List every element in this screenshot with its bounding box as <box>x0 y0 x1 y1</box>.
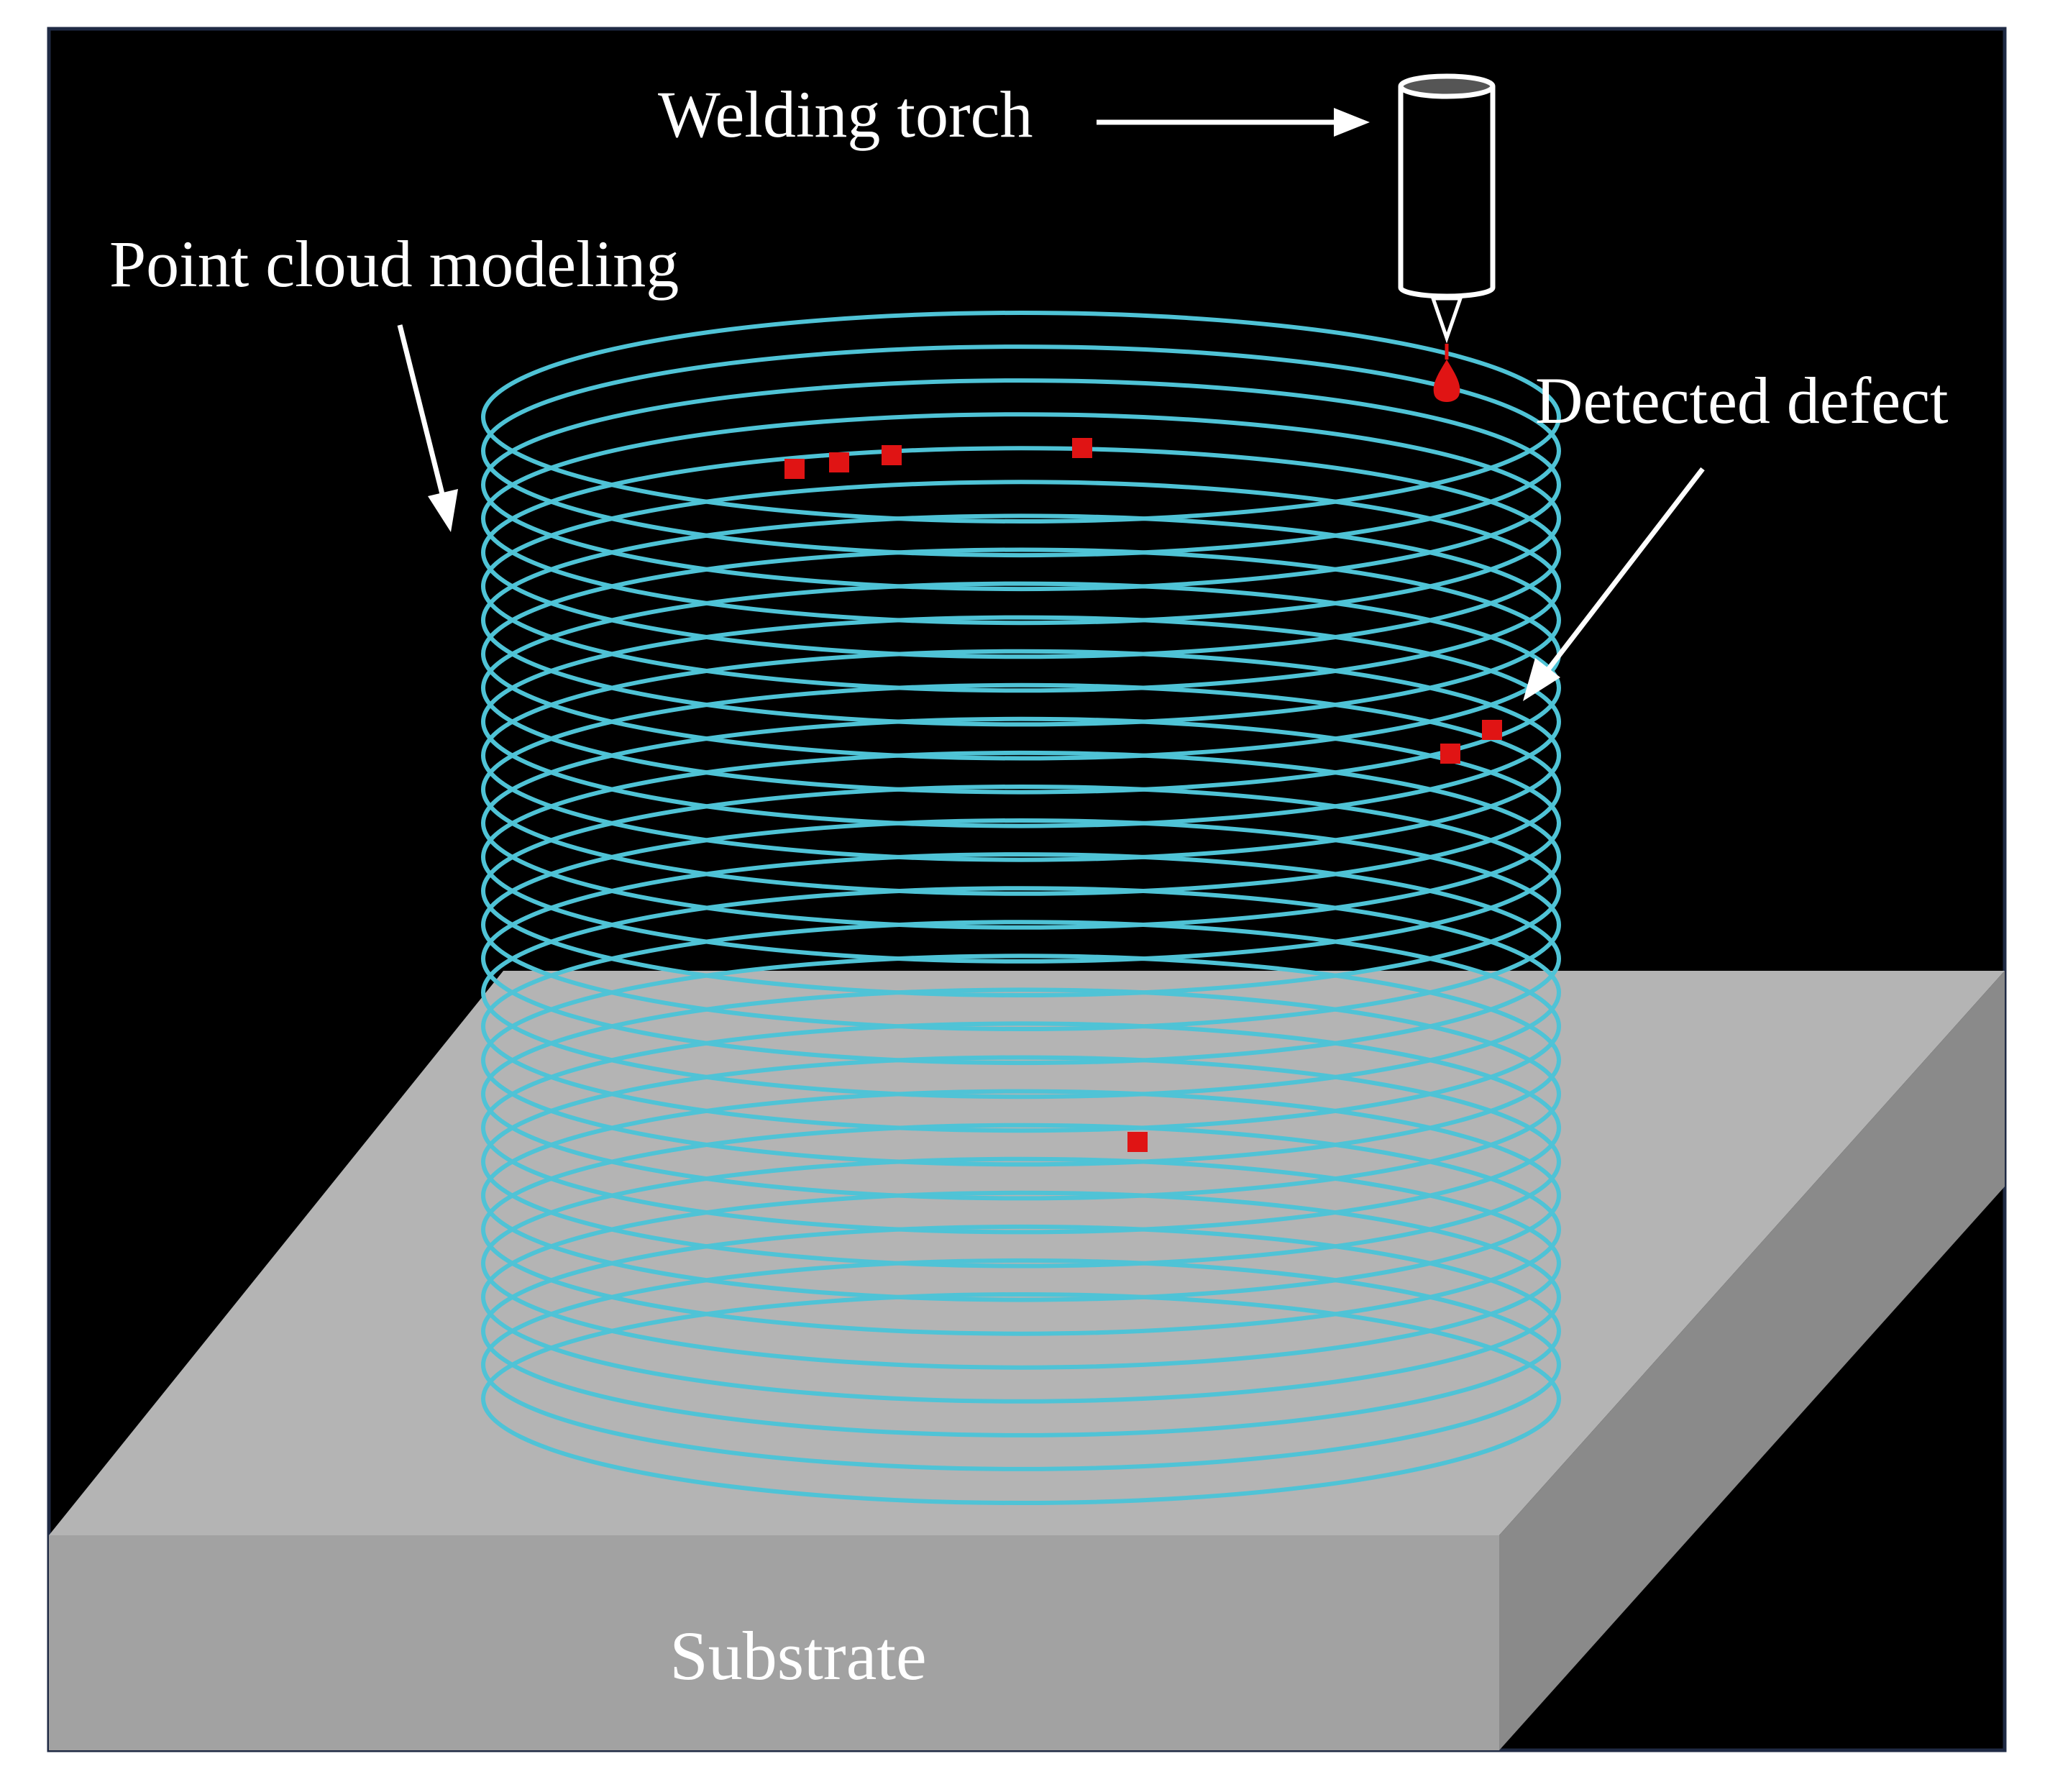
detected-defect-arrow-line <box>1544 467 1705 675</box>
point-cloud-layer <box>481 344 1561 558</box>
point-cloud-layer <box>481 480 1561 693</box>
point-cloud-layer <box>481 1021 1561 1235</box>
point-cloud-layer <box>481 818 1561 1031</box>
substrate: Substrate <box>49 971 2005 1750</box>
torch-top-cap <box>1398 73 1496 99</box>
defect-marker-icon <box>784 459 805 479</box>
substrate-top-face <box>49 971 2005 1535</box>
welding-torch <box>1398 73 1496 402</box>
defect-marker-icon <box>1482 720 1502 740</box>
torch-body <box>1398 86 1496 299</box>
point-cloud-layer <box>481 412 1561 626</box>
point-cloud-layer <box>481 987 1561 1201</box>
point-cloud-arrow-line <box>397 324 447 500</box>
defect-marker-icon <box>1072 438 1092 458</box>
point-cloud-layer <box>481 1258 1561 1471</box>
point-cloud-layer <box>481 1224 1561 1437</box>
defect-marker-icon <box>882 445 902 465</box>
point-cloud-layer <box>481 581 1561 795</box>
point-cloud-layer <box>481 1156 1561 1370</box>
welding-torch-arrow-icon <box>1334 108 1370 137</box>
annotation-point-cloud: Point cloud modeling <box>109 227 679 532</box>
point-cloud-layer <box>481 716 1561 930</box>
point-cloud-label: Point cloud modeling <box>109 227 679 301</box>
substrate-side-face <box>1499 971 2005 1750</box>
annotation-detected-defect: Detected defect <box>1523 364 1949 701</box>
point-cloud-layer <box>481 311 1561 524</box>
point-cloud-layer <box>481 954 1561 1167</box>
defect-marker-icon <box>1127 1132 1148 1152</box>
point-cloud-layer <box>481 886 1561 1100</box>
substrate-label: Substrate <box>669 1617 926 1694</box>
welding-torch-label: Welding torch <box>658 78 1033 151</box>
molten-droplet-icon <box>1433 360 1460 402</box>
point-cloud-layer <box>481 446 1561 659</box>
point-cloud-layer <box>481 378 1561 592</box>
torch-nozzle <box>1430 296 1463 344</box>
annotation-welding-torch: Welding torch <box>658 78 1370 151</box>
detected-defect-label: Detected defect <box>1535 364 1949 437</box>
point-cloud-layer <box>481 920 1561 1133</box>
point-cloud-layer <box>481 1190 1561 1404</box>
point-cloud-layer <box>481 649 1561 862</box>
detected-defect-arrow-icon <box>1523 658 1560 701</box>
defect-marker-icon <box>829 452 849 472</box>
point-cloud-layer <box>481 682 1561 896</box>
defect-markers <box>784 438 1502 1152</box>
substrate-front-face <box>49 1535 1499 1750</box>
point-cloud-layer <box>481 1055 1561 1268</box>
point-cloud-layer <box>481 1089 1561 1302</box>
point-cloud-layer <box>481 1123 1561 1336</box>
point-cloud-layer <box>481 785 1561 997</box>
point-cloud-arrow-icon <box>428 489 458 532</box>
point-cloud-layer <box>481 852 1561 1066</box>
point-cloud-layer <box>481 1292 1561 1505</box>
point-cloud-layer <box>481 513 1561 727</box>
point-cloud-layer <box>481 750 1561 964</box>
defect-marker-icon <box>1440 744 1460 764</box>
point-cloud-layer <box>481 615 1561 828</box>
